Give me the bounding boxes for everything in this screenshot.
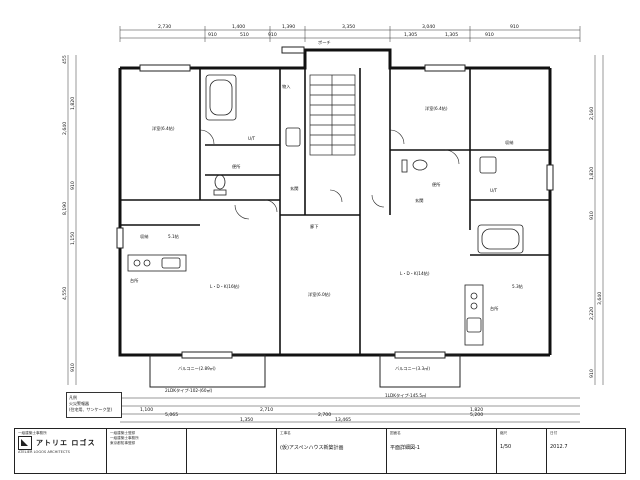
dimension-lines — [67, 29, 604, 423]
room-kitchen-right: 台所 — [490, 305, 498, 312]
dim-bottom-1: 1,100 — [140, 407, 153, 413]
dim-bottom-6: 5,200 — [470, 412, 483, 418]
dim-bottom-2: 2,710 — [260, 407, 273, 413]
drawing-name: 平面詳細図-1 — [390, 445, 420, 451]
dim-top-r2-1: 910 — [208, 32, 217, 38]
legend-title: 凡例 — [69, 395, 77, 400]
dim-top-1: 2,730 — [158, 24, 171, 30]
scale-label: 縮尺 — [500, 431, 508, 435]
office-line-2: 一級建築士事務所 — [110, 436, 139, 440]
legend-item-1: 火災警報器 — [69, 401, 89, 406]
firm-en: ATELIER LOGOS ARCHITECTS — [18, 450, 70, 454]
office-line-3: 東京都知事登録 — [110, 441, 136, 445]
grid-ticks — [119, 26, 581, 42]
room-bedroom-right: 洋室(6.4帖) — [425, 105, 448, 112]
dim-left-2: 1,820 — [70, 97, 76, 110]
stairs — [309, 74, 356, 156]
door-swings — [199, 129, 460, 220]
room-storage-right: 収納 — [505, 139, 513, 146]
dim-top-2: 1,400 — [232, 24, 245, 30]
dim-left-4: 910 — [70, 181, 76, 190]
drawing-label: 図面名 — [390, 431, 401, 435]
dim-top-r2-5: 1,305 — [445, 32, 458, 38]
dim-top-r2-6: 910 — [485, 32, 494, 38]
room-bedroom-mid: 洋室(6.0帖) — [308, 291, 331, 298]
room-kitchen-left: 台所 — [130, 277, 138, 284]
toilets — [213, 159, 428, 196]
legend-box: 凡例 火災警報器 (住宅用、サンケーク型) — [66, 392, 122, 418]
balcony-right-label: バルコニー(3.3㎡) — [395, 365, 430, 371]
area-left: 5.1帖 — [168, 233, 179, 240]
room-corridor: 廊下 — [310, 223, 318, 230]
balcony-left-label: バルコニー(2.89㎡) — [178, 365, 216, 371]
unit-type-left: 2LDKタイプ-102-(60㎡) — [165, 387, 213, 394]
title-block-scale: 縮尺 1/50 — [497, 429, 547, 473]
room-entry-right: 玄関 — [415, 197, 423, 204]
dim-right-3: 910 — [589, 211, 595, 220]
dim-top-6: 910 — [510, 24, 519, 30]
title-block-office: 一級建築士登録 一級建築士事務所 東京都知事登録 — [107, 429, 187, 473]
dim-left-6: 1,150 — [70, 232, 76, 245]
title-block-job: 工事名 (仮)アスペンハウス新築計画 — [277, 429, 387, 473]
firm-name: アトリエ ロゴス — [36, 439, 96, 447]
room-porch: ポーチ — [318, 39, 331, 45]
dim-bottom-5: 2,700 — [318, 412, 331, 418]
dim-left-5: 8,190 — [62, 202, 68, 215]
job-label: 工事名 — [280, 431, 291, 435]
room-ldk-right: L・D・K(14帖) — [400, 270, 430, 277]
title-block-drawing: 図面名 平面詳細図-1 — [387, 429, 497, 473]
dims-right: 2,160 1,820 910 2,220 3,640 910 — [589, 107, 603, 378]
title-block-firm: 一級建築士事務所 アトリエ ロゴス ATELIER LOGOS ARCHITEC… — [15, 429, 107, 473]
dims-left: 455 1,820 2,640 910 8,190 1,150 4,550 91… — [62, 55, 76, 372]
dim-top-3: 1,390 — [282, 24, 295, 30]
dim-right-4: 2,220 — [589, 307, 595, 320]
dim-right-1: 2,160 — [589, 107, 595, 120]
balconies — [149, 354, 461, 388]
dim-top-r2-2: 510 — [240, 32, 249, 38]
room-ut-left: U/T — [248, 136, 255, 141]
room-storage-left: 収納 — [140, 233, 148, 240]
area-right: 5.3帖 — [512, 283, 523, 290]
unit-type-right: 1LDKタイプ-145.5㎡ — [385, 392, 427, 399]
room-bedroom-left: 洋室(6.4帖) — [152, 125, 175, 132]
dim-bottom-3: 1,820 — [470, 407, 483, 413]
title-block-date: 日付 2012.7 — [547, 429, 625, 473]
room-wc-right: 便所 — [432, 181, 440, 188]
interior-walls — [120, 68, 550, 355]
dim-right-6: 910 — [589, 369, 595, 378]
logo-icon — [18, 436, 32, 450]
date-label: 日付 — [550, 431, 558, 435]
dim-left-1: 455 — [62, 55, 68, 64]
bathtubs — [205, 74, 524, 254]
legend-item-2: (住宅用、サンケーク型) — [69, 407, 113, 412]
dim-right-5: 3,640 — [597, 292, 603, 305]
dim-left-3: 2,640 — [62, 122, 68, 135]
dim-top-r2-3: 910 — [268, 32, 277, 38]
dim-left-8: 910 — [70, 363, 76, 372]
fixtures — [127, 127, 497, 346]
job-name: (仮)アスペンハウス新築計画 — [280, 445, 344, 451]
date-value: 2012.7 — [550, 444, 568, 450]
dim-bottom-4: 5,065 — [165, 412, 178, 418]
dim-bottom-7: 13,465 — [335, 417, 351, 423]
windows — [116, 46, 554, 359]
firm-line: 一級建築士事務所 — [18, 431, 47, 435]
office-line-1: 一級建築士登録 — [110, 431, 136, 435]
dim-bottom-8: 1,350 — [240, 417, 253, 423]
dim-left-7: 4,550 — [62, 287, 68, 300]
title-block: 一級建築士事務所 アトリエ ロゴス ATELIER LOGOS ARCHITEC… — [14, 428, 626, 474]
scale-value: 1/50 — [500, 444, 512, 450]
dim-top-4: 3,350 — [342, 24, 355, 30]
room-pantry: 物入 — [282, 83, 291, 90]
dim-top-5: 3,040 — [422, 24, 435, 30]
room-ldk-left: L・D・K(16帖) — [210, 283, 240, 290]
room-wc-left: 便所 — [232, 163, 240, 170]
title-block-blank — [187, 429, 277, 473]
dim-right-2: 1,820 — [589, 167, 595, 180]
dim-top-r2-4: 1,305 — [404, 32, 417, 38]
exterior-walls — [118, 48, 552, 357]
room-ut-right: U/T — [490, 188, 497, 193]
room-entry-left: 玄関 — [290, 185, 298, 192]
